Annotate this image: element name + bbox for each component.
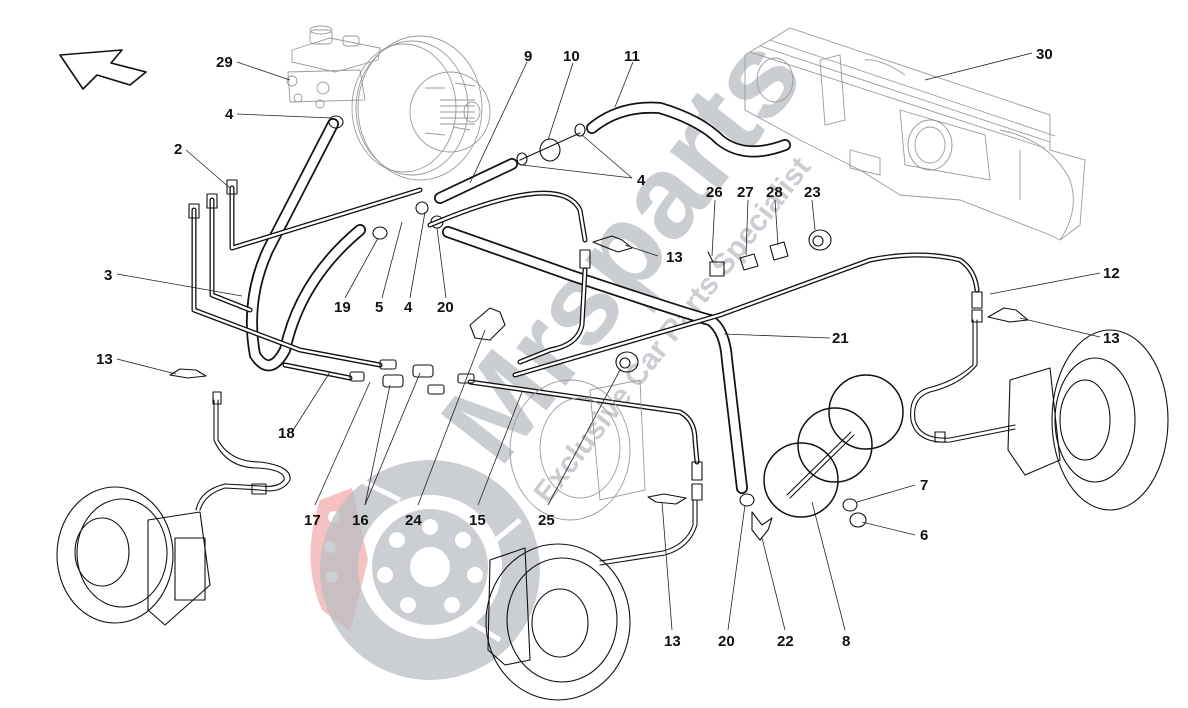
- callout-19: 19: [334, 299, 351, 316]
- callout-25: 25: [538, 512, 555, 529]
- callout-30: 30: [1036, 46, 1053, 63]
- vacuum-reservoir: [763, 374, 904, 518]
- callout-16: 16: [352, 512, 369, 529]
- callout-28: 28: [766, 184, 783, 201]
- callout-4-check-valve-clamps: 4: [637, 172, 646, 189]
- callout-11: 11: [624, 48, 640, 65]
- callout-5: 5: [375, 299, 383, 316]
- callout-4-connector-clamp: 4: [404, 299, 413, 316]
- nut: [849, 512, 867, 528]
- t-connector: [751, 511, 773, 541]
- callout-26: 26: [706, 184, 723, 201]
- callout-27: 27: [737, 184, 754, 201]
- brake-master-cylinder-booster: [286, 25, 491, 181]
- callout-6: 6: [920, 527, 928, 544]
- callout-22: 22: [777, 633, 794, 650]
- callout-23: 23: [804, 184, 821, 201]
- callout-20-top: 20: [437, 299, 454, 316]
- callout-20-bottom: 20: [718, 633, 735, 650]
- watermark-wheel-logo: [319, 460, 540, 680]
- callout-15: 15: [469, 512, 486, 529]
- callout-8: 8: [842, 633, 850, 650]
- callout-29: 29: [216, 54, 233, 71]
- callout-13-right: 13: [1103, 330, 1120, 347]
- rear-left-brake: [56, 486, 211, 626]
- callout-24: 24: [405, 512, 422, 529]
- callout-10: 10: [563, 48, 580, 65]
- callout-labels: 29 4 2 9 10 11 4 30 26 27 28 23 13 3 19 …: [96, 46, 1120, 650]
- washer: [842, 498, 858, 512]
- callout-17: 17: [304, 512, 321, 529]
- callout-3: 3: [104, 267, 112, 284]
- front-direction-arrow-icon: [59, 49, 147, 90]
- callout-2: 2: [174, 141, 182, 158]
- callout-7: 7: [920, 477, 928, 494]
- rear-right-brake: [1007, 329, 1169, 511]
- callout-13-left: 13: [96, 351, 113, 368]
- leader-lines: [116, 52, 1101, 631]
- check-valve: [519, 132, 581, 162]
- intake-manifold: [744, 27, 1086, 241]
- front-left-brake: [485, 543, 631, 701]
- callout-21: 21: [832, 330, 849, 347]
- small-parts: [469, 229, 832, 373]
- rear-center-brake-faint: [509, 379, 646, 521]
- pipe-fittings: [188, 179, 983, 501]
- brake-pipes: [191, 185, 1016, 566]
- callout-18: 18: [278, 425, 295, 442]
- callout-13-bottom: 13: [664, 633, 681, 650]
- callout-9: 9: [524, 48, 532, 65]
- callout-13-center: 13: [666, 249, 683, 266]
- callout-12: 12: [1103, 265, 1120, 282]
- callout-4-master-cylinder-clamp: 4: [225, 106, 234, 123]
- brackets: [169, 235, 1029, 505]
